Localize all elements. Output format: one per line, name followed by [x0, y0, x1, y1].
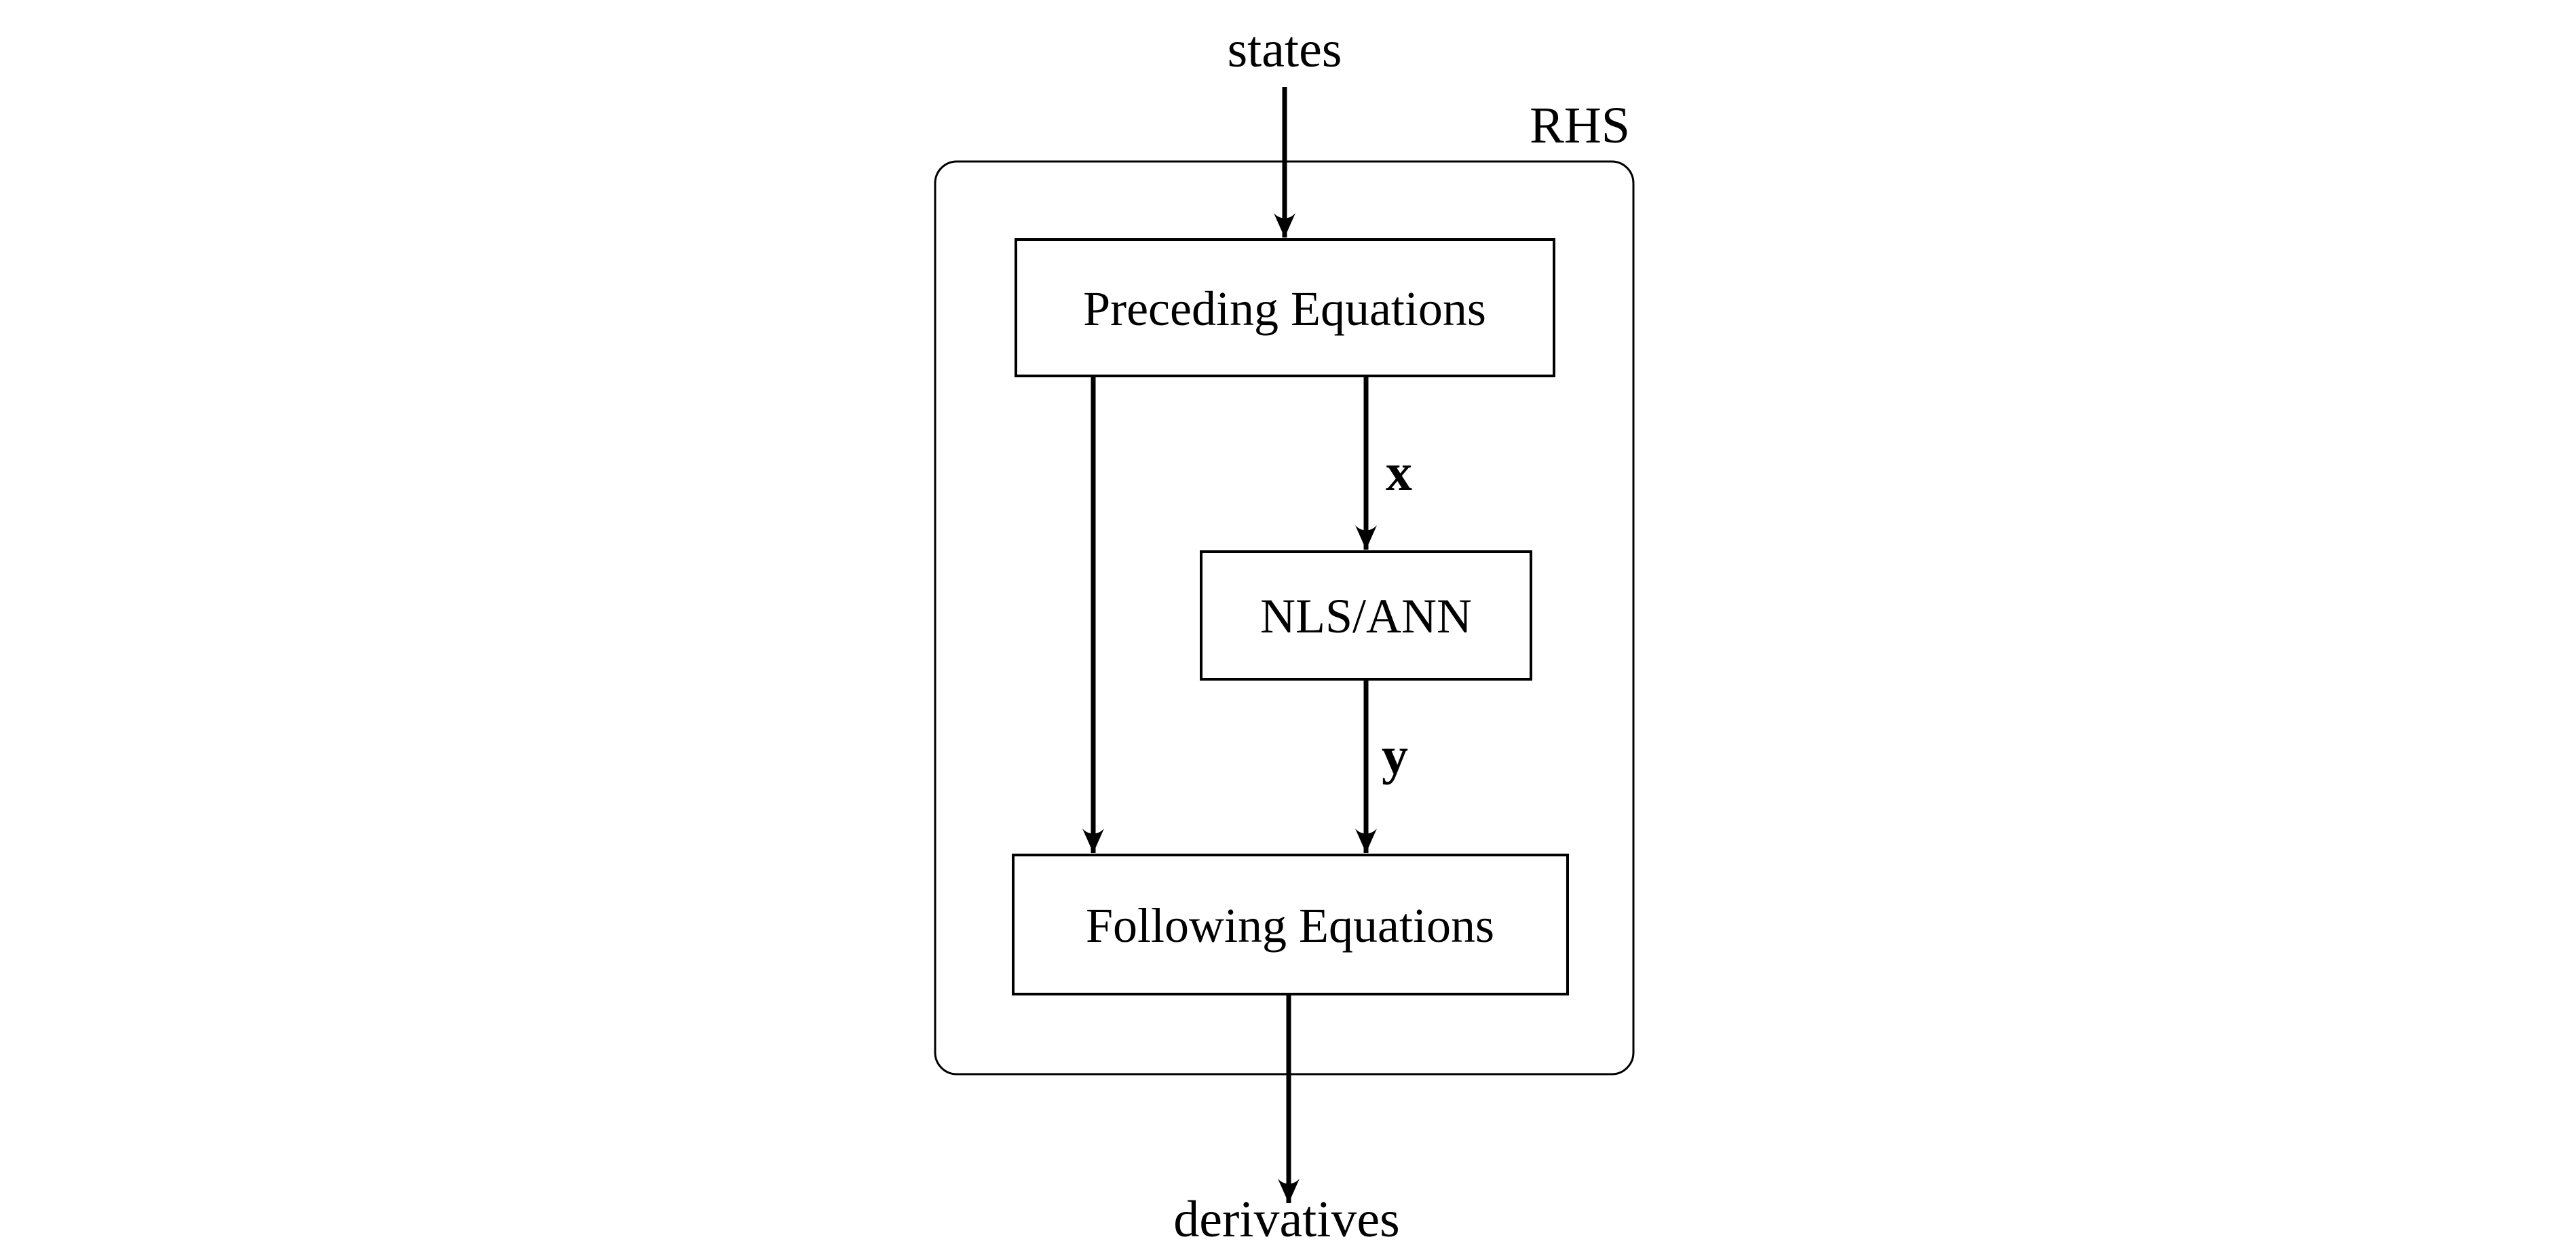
states-label: states: [1228, 21, 1342, 78]
following-equations-box: [1012, 854, 1569, 995]
nls-ann-box: [1200, 550, 1532, 681]
edge-label-y: y: [1382, 726, 1408, 785]
edge-label-x: x: [1386, 442, 1412, 501]
preceding-equations-box: [1015, 238, 1555, 377]
preceding-equations-label: Preceding Equations: [1083, 282, 1486, 336]
rhs-label: RHS: [1530, 97, 1630, 154]
derivatives-label: derivatives: [1173, 1191, 1399, 1248]
nls-ann-label: NLS/ANN: [1260, 589, 1472, 643]
following-equations-label: Following Equations: [1086, 898, 1494, 953]
